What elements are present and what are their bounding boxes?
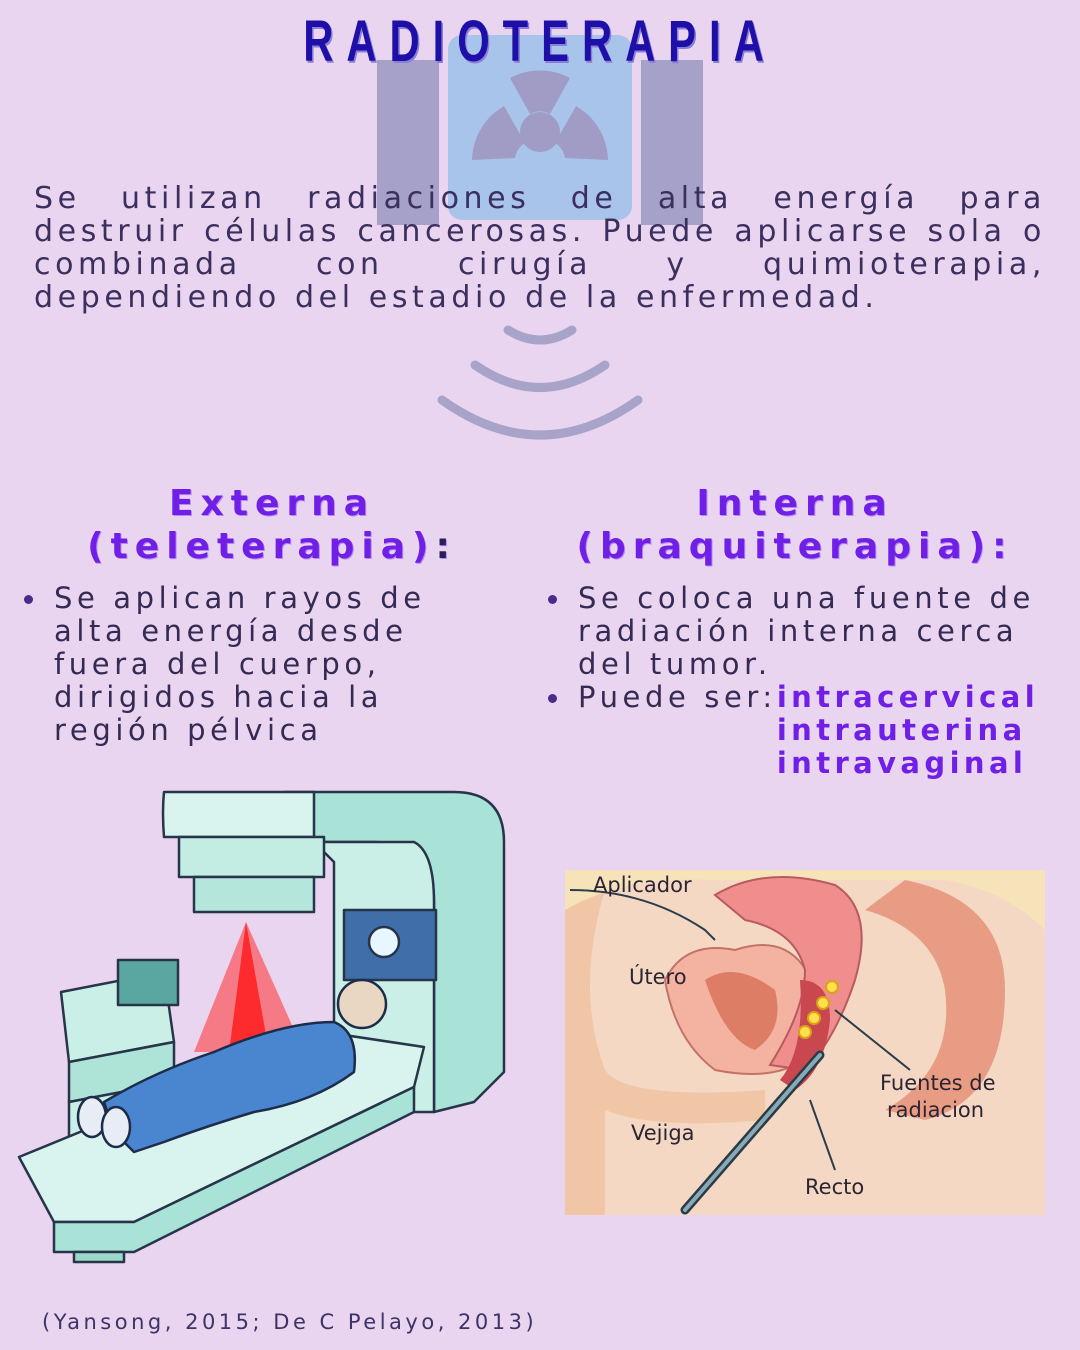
label-vejiga: Vejiga [631,1121,695,1145]
label-fuentes-line2: radiacion [887,1098,984,1122]
externa-heading-line2: (teleterapia) [87,526,436,567]
page-title: RADIOTERAPIA [303,9,777,74]
list-item: Se aplican rayos de alta energía desde f… [22,582,462,747]
bullet-icon [548,694,557,703]
radiation-icon [377,35,703,225]
label-recto: Recto [805,1175,864,1199]
type-intrauterina: intrauterina [776,713,1027,747]
label-fuentes-line1: Fuentes de [880,1071,996,1095]
radiation-waves-icon [437,325,643,440]
intro-paragraph: Se utilizan radiaciones de alta energía … [34,181,1046,315]
type-intravaginal: intravaginal [776,746,1028,780]
externa-heading-line2-wrap: (teleterapia): [12,525,532,568]
interna-heading-line2: (braquiterapia): [576,526,1014,567]
interna-heading: Interna (braquiterapia): [535,482,1055,568]
list-item: Puede ser: intracervical intrauterina in… [546,681,1066,780]
bullet-icon [24,595,33,604]
label-utero: Útero [629,964,687,989]
interna-bullet1-text: Se coloca una fuente de radiación intern… [578,581,1035,681]
interna-bullet2-prefix: Puede ser: [578,680,777,714]
list-item: Se coloca una fuente de radiación intern… [546,582,1066,681]
externa-heading-colon: : [435,526,457,567]
externa-heading-line1: Externa [168,483,376,524]
citation: (Yansong, 2015; De C Pelayo, 2013) [42,1310,538,1334]
interna-heading-line1: Interna [696,483,894,524]
label-aplicador: Aplicador [593,873,692,897]
interna-types-list: intracervical intrauterina intravaginal [777,681,1039,780]
linear-accelerator-illustration [17,790,506,1264]
externa-bullet-list: Se aplican rayos de alta energía desde f… [22,582,462,747]
bullet-icon [548,595,557,604]
interna-bullet-list: Se coloca una fuente de radiación intern… [546,582,1066,780]
type-intracervical: intracervical [776,680,1040,714]
brachytherapy-anatomy-illustration: Aplicador Útero Fuentes de radiacion Vej… [565,870,1045,1215]
externa-bullet-text: Se aplican rayos de alta energía desde f… [54,581,426,747]
externa-heading: Externa (teleterapia): [12,482,532,568]
